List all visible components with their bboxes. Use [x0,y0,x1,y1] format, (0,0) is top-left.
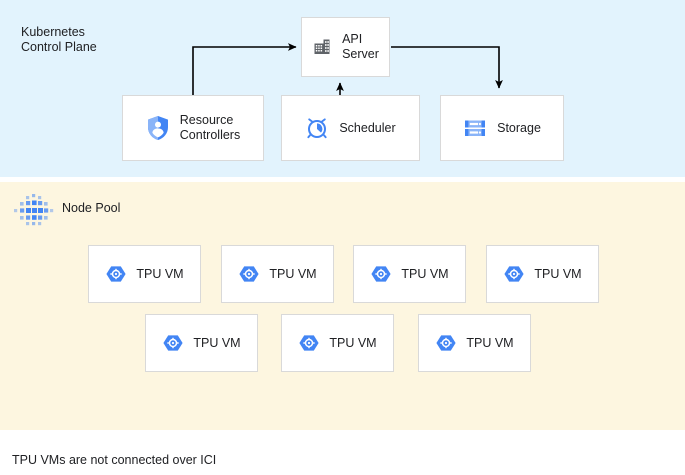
tpu-vm-inner: TPU VM [435,332,514,354]
tpu-vm-box[interactable]: TPU VM [145,314,258,372]
node-scheduler-label: Scheduler [339,120,396,135]
shield-user-icon [146,115,170,141]
tpu-vm-label: TPU VM [534,266,582,281]
node-pool-title: Node Pool [62,201,121,215]
tpu-vm-box[interactable]: TPU VM [221,245,334,303]
tpu-vm-inner: TPU VM [503,263,582,285]
node-api-server[interactable]: API Server [301,17,390,77]
node-api-server-inner: API Server [312,32,379,62]
tpu-hex-icon [105,263,127,285]
tpu-hex-icon [503,263,525,285]
tpu-vm-box[interactable]: TPU VM [281,314,394,372]
node-resource-controllers[interactable]: Resource Controllers [122,95,264,161]
tpu-vm-box[interactable]: TPU VM [88,245,201,303]
dot-grid-icon [12,192,56,232]
tpu-vm-box[interactable]: TPU VM [353,245,466,303]
node-pool-panel [0,182,685,430]
tpu-vm-label: TPU VM [401,266,449,281]
diagram-caption: TPU VMs are not connected over ICI [12,453,217,467]
tpu-vm-inner: TPU VM [162,332,241,354]
tpu-vm-inner: TPU VM [105,263,184,285]
tpu-vm-label: TPU VM [269,266,317,281]
node-resource-controllers-label: Resource Controllers [179,113,241,142]
node-storage-inner: Storage [463,116,541,140]
node-resource-controllers-inner: Resource Controllers [146,113,240,143]
control-plane-title: Kubernetes Control Plane [21,25,97,54]
tpu-vm-box[interactable]: TPU VM [486,245,599,303]
node-scheduler[interactable]: Scheduler [281,95,420,161]
node-api-server-label: API Server [342,32,379,61]
tpu-vm-label: TPU VM [136,266,184,281]
tpu-vm-box[interactable]: TPU VM [418,314,531,372]
server-stack-icon [463,116,487,140]
building-icon [312,37,332,57]
tpu-vm-inner: TPU VM [298,332,377,354]
node-storage[interactable]: Storage [440,95,564,161]
node-storage-label: Storage [497,120,541,135]
tpu-hex-icon [238,263,260,285]
tpu-hex-icon [162,332,184,354]
tpu-hex-icon [370,263,392,285]
tpu-vm-inner: TPU VM [370,263,449,285]
tpu-vm-label: TPU VM [329,335,377,350]
node-scheduler-inner: Scheduler [305,116,396,140]
tpu-vm-label: TPU VM [466,335,514,350]
tpu-hex-icon [298,332,320,354]
alarm-clock-icon [305,116,329,140]
tpu-vm-label: TPU VM [193,335,241,350]
tpu-hex-icon [435,332,457,354]
tpu-vm-inner: TPU VM [238,263,317,285]
